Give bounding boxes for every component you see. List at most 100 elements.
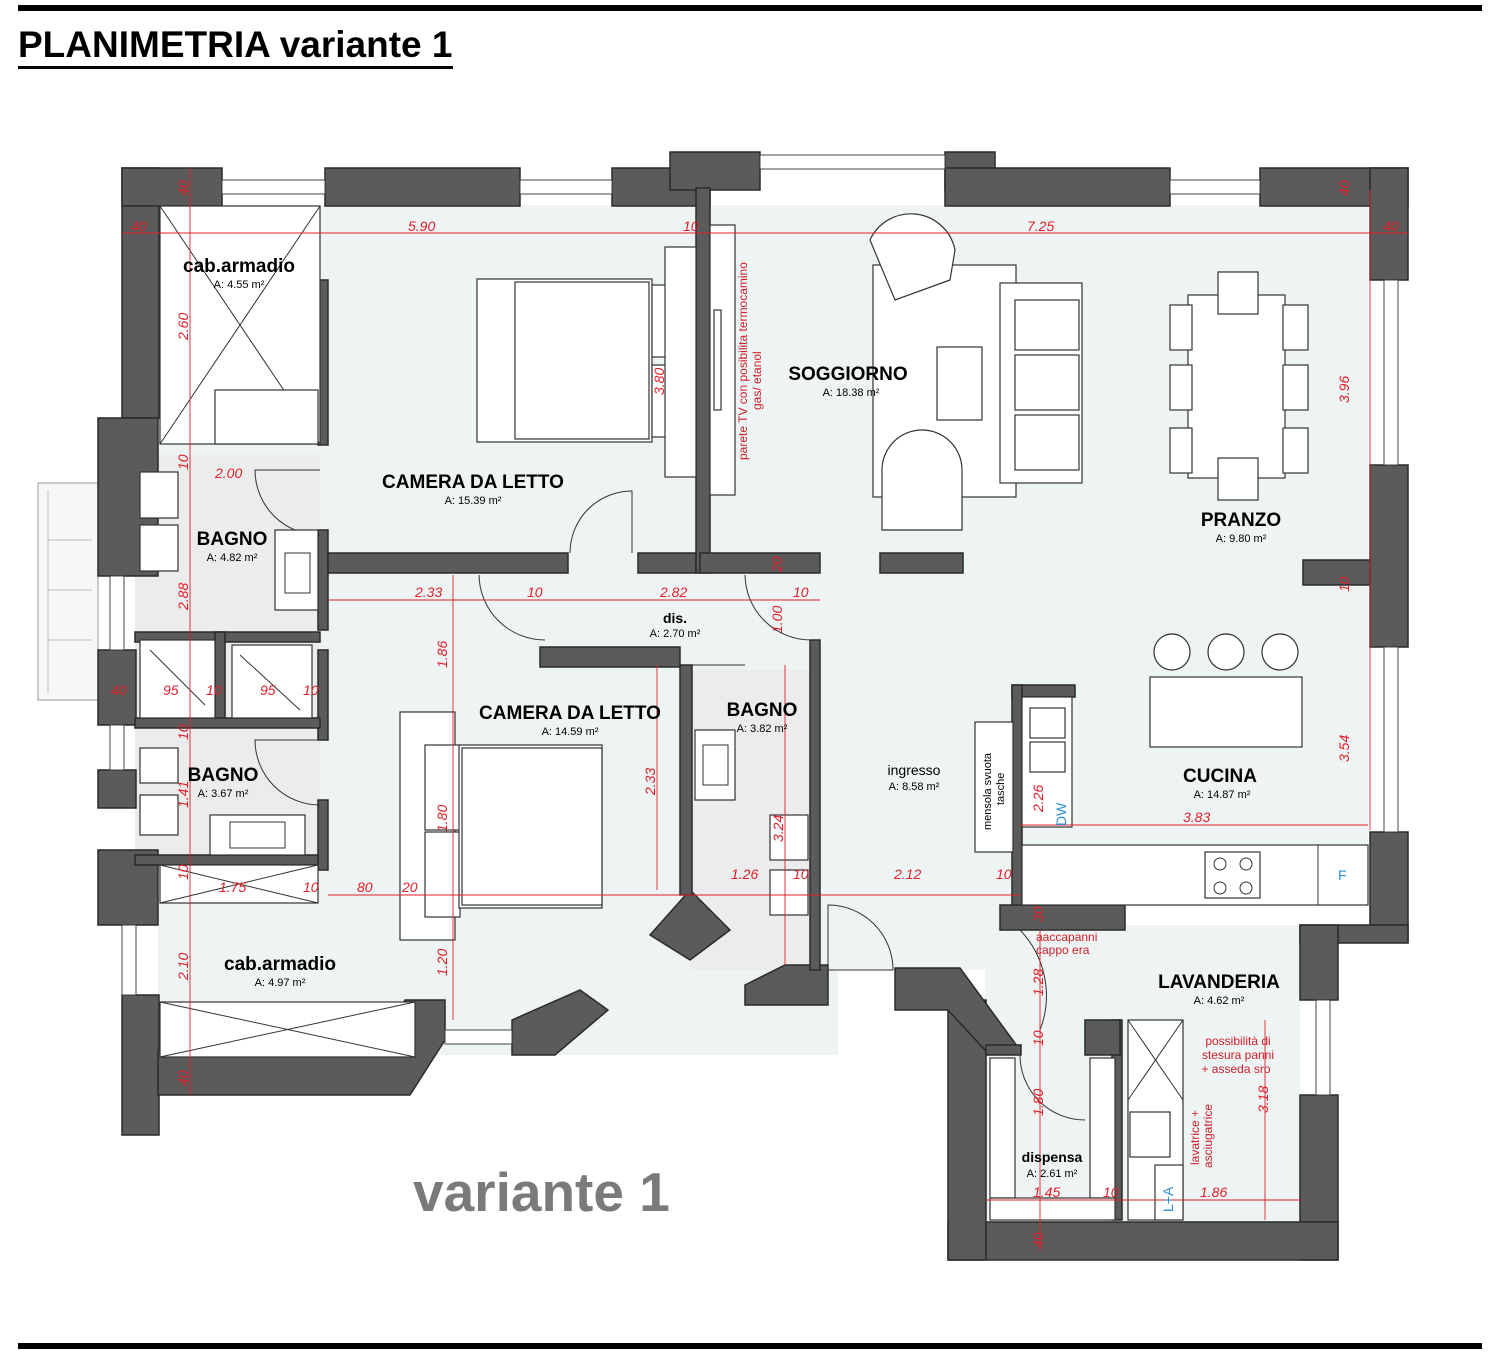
appendiabiti-note: cappo era [1036, 943, 1090, 957]
dishwasher-tag: DW [1053, 802, 1069, 826]
dim-label: 1.00 [769, 606, 785, 633]
annotations: parete TV con posibilita termocamino gas… [736, 262, 1347, 1212]
dim-label: 10 [1336, 576, 1352, 592]
laundry-tag: L+A [1160, 1186, 1176, 1212]
dim-label: 95 [260, 682, 276, 698]
dim-label: 40 [1336, 180, 1352, 196]
dim-label: 40 [175, 1070, 191, 1086]
dim-label: 10 [175, 724, 191, 740]
room-name: CAMERA DA LETTO [382, 472, 564, 493]
dim-label: 10 [683, 218, 699, 234]
stesura-note: + asseda sro [1201, 1062, 1270, 1076]
lavatrice-note: lavatrice + [1188, 1110, 1202, 1165]
dim-label: 1.20 [434, 949, 450, 976]
doors [254, 469, 1086, 1121]
dim-label: 20 [769, 556, 785, 573]
tv-wall-note: parete TV con posibilita termocamino [736, 262, 750, 460]
dimension-lines [122, 168, 1408, 1250]
bottom-rule [18, 1343, 1482, 1349]
dim-label: 10 [175, 454, 191, 470]
dim-label: 10 [1030, 1030, 1046, 1046]
room-area: A: 14.59 m² [542, 726, 599, 738]
room-area: A: 18.38 m² [823, 387, 880, 399]
room-name: BAGNO [727, 700, 798, 721]
walls [97, 151, 1409, 1261]
room-area: A: 15.39 m² [445, 495, 502, 507]
dim-label: 10 [303, 879, 319, 895]
room-name: LAVANDERIA [1158, 972, 1280, 993]
room-area: A: 4.62 m² [1194, 995, 1245, 1007]
dim-label: 2.12 [893, 866, 921, 882]
dim-label: 1.26 [731, 866, 758, 882]
dim-label: 2.33 [414, 584, 442, 600]
dim-label: 95 [163, 682, 179, 698]
dim-label: 2.33 [642, 768, 658, 796]
dim-label: 7.25 [1027, 218, 1054, 234]
dim-label: 3.24 [770, 815, 786, 842]
dim-label: 20 [401, 879, 418, 895]
dim-label: 10 [206, 682, 222, 698]
dim-label: 10 [175, 864, 191, 880]
mensola-note: tasche [995, 773, 1007, 805]
dim-label: 5.90 [408, 218, 435, 234]
balcony [37, 482, 99, 701]
room-area: A: 8.58 m² [889, 781, 940, 793]
room-area: A: 3.67 m² [198, 788, 249, 800]
room-name: cab.armadio [183, 256, 295, 277]
stesura-note: possibilità di [1205, 1034, 1270, 1048]
room-area: A: 2.70 m² [650, 628, 701, 640]
room-name: ingresso [888, 762, 941, 778]
dim-label: 40 [111, 682, 127, 698]
dim-label: 2.00 [214, 465, 242, 481]
dim-label: 40 [1030, 1232, 1046, 1248]
room-name: CAMERA DA LETTO [479, 703, 661, 724]
dim-label: 1.41 [175, 781, 191, 808]
tv-wall-note: gas/ etanol [750, 351, 764, 410]
variant-caption: variante 1 [413, 1161, 670, 1223]
dim-label: 2.60 [175, 313, 191, 341]
top-rule [18, 5, 1482, 11]
dim-label: 40 [131, 218, 147, 234]
appendiabiti-note: aaccapanni [1036, 930, 1097, 944]
dim-label: 10 [996, 866, 1012, 882]
room-area: A: 4.97 m² [255, 977, 306, 989]
windows [109, 154, 1399, 1096]
room-name: cab.armadio [224, 954, 336, 975]
dim-label: 1.80 [1030, 1089, 1046, 1116]
dim-label: 1.45 [1033, 1184, 1060, 1200]
dim-label: 10 [527, 584, 543, 600]
dim-label: 3.83 [1183, 809, 1210, 825]
room-area: A: 2.61 m² [1027, 1168, 1078, 1180]
room-area: A: 9.80 m² [1216, 533, 1267, 545]
floors [135, 205, 1368, 1225]
room-name: PRANZO [1201, 510, 1281, 531]
dim-label: 2.26 [1030, 785, 1046, 813]
dim-label: 40 [1383, 218, 1399, 234]
dim-label: 2.88 [175, 583, 191, 611]
room-name: CUCINA [1183, 766, 1257, 787]
dim-label: 2.10 [175, 953, 191, 981]
dim-label: 2.82 [659, 584, 687, 600]
dim-label: 10 [303, 682, 319, 698]
dimension-labels: 40 40 5.90 10 7.25 40 40 2.60 3.80 3.96 … [111, 180, 1399, 1248]
room-name: dispensa [1022, 1149, 1083, 1165]
room-labels: cab.armadio A: 4.55 m² CAMERA DA LETTO A… [183, 256, 1281, 1180]
room-name: dis. [663, 610, 687, 626]
room-area: A: 14.87 m² [1194, 789, 1251, 801]
dim-label: 3.96 [1336, 376, 1352, 403]
room-area: A: 4.55 m² [214, 279, 265, 291]
dim-label: 1.86 [434, 641, 450, 668]
fridge-tag: F [1338, 867, 1347, 883]
dim-label: 1.28 [1030, 969, 1046, 996]
stesura-note: stesura panni [1202, 1048, 1274, 1062]
dim-label: 1.86 [1200, 1184, 1227, 1200]
room-name: SOGGIORNO [788, 364, 907, 385]
dim-label: 3.18 [1255, 1086, 1271, 1113]
mensola-note: mensola svuota [982, 752, 994, 830]
dim-label: 10 [1103, 1184, 1119, 1200]
dim-label: 10 [793, 584, 809, 600]
dim-label: 3.54 [1336, 735, 1352, 762]
dim-label: 3.80 [651, 368, 667, 395]
room-area: A: 3.82 m² [737, 723, 788, 735]
lavatrice-note: asciugatrice [1201, 1104, 1215, 1168]
